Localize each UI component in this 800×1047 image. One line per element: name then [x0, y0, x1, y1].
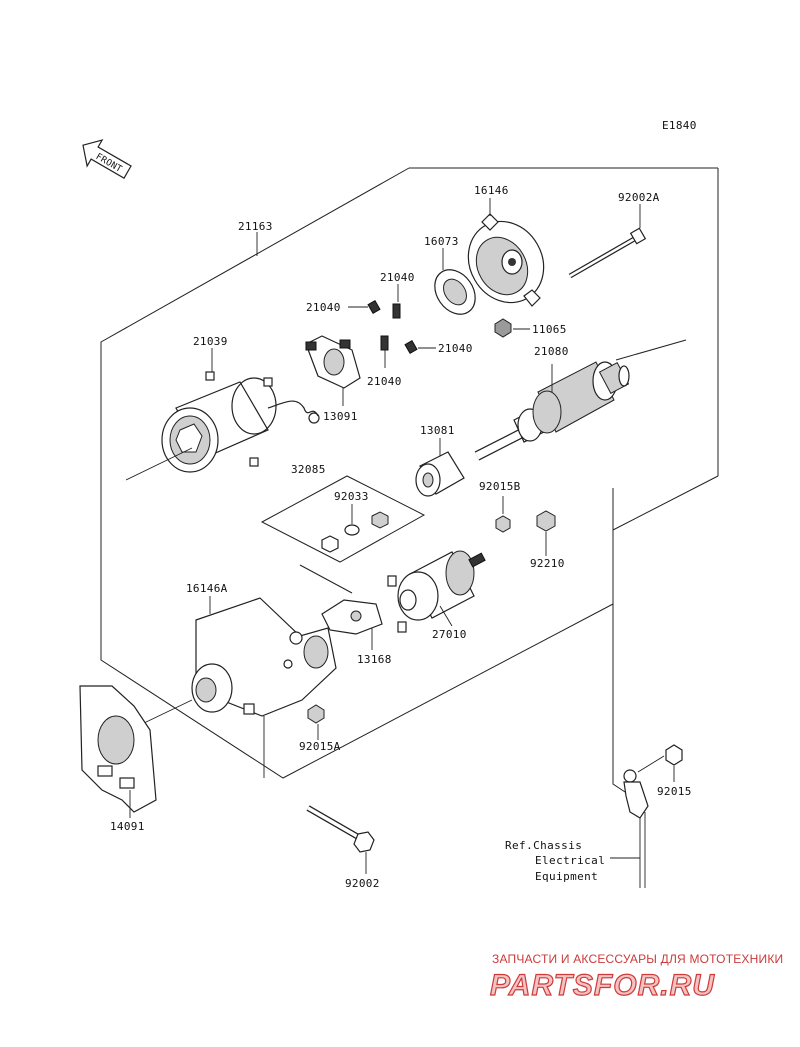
spring-21040-c [380, 335, 389, 368]
nut-92015 [637, 744, 683, 782]
label-92015B: 92015B [479, 480, 521, 493]
ref-line-3: Equipment [535, 870, 598, 883]
label-27010: 27010 [432, 628, 467, 641]
diagram-code: E1840 [662, 119, 697, 132]
label-21040-b: 21040 [380, 271, 415, 284]
nut-11065 [494, 318, 530, 338]
nut-92015B [495, 496, 511, 533]
label-21040-d: 21040 [438, 342, 473, 355]
label-16146: 16146 [474, 184, 509, 197]
label-11065: 11065 [532, 323, 567, 336]
label-21040-a: 21040 [306, 301, 341, 314]
label-14091: 14091 [110, 820, 145, 833]
ref-line-1: Ref.Chassis [505, 839, 582, 852]
kit-frame-32085 [260, 475, 426, 594]
brush-holder-13091 [305, 335, 361, 406]
label-16146A: 16146A [186, 582, 228, 595]
label-21039: 21039 [193, 335, 228, 348]
brush-plate-16073 [434, 248, 476, 315]
shift-lever-13168 [321, 599, 383, 650]
label-16073: 16073 [424, 235, 459, 248]
nut-92015A [307, 704, 325, 740]
yoke-21039 [125, 348, 320, 481]
label-92002: 92002 [345, 877, 380, 890]
label-92033: 92033 [334, 490, 369, 503]
front-arrow-icon: FRONT [82, 139, 132, 179]
seal-ring-92033 [344, 504, 360, 536]
spring-21040-d [404, 339, 436, 355]
bolt-92002 [306, 805, 375, 874]
label-13168: 13168 [357, 653, 392, 666]
nut-92210 [536, 510, 556, 556]
label-92015: 92015 [657, 785, 692, 798]
spring-21040-b [392, 284, 401, 319]
label-21163: 21163 [238, 220, 273, 233]
chassis-ref-frame [612, 488, 646, 888]
kit-washer [321, 511, 389, 553]
label-92210: 92210 [530, 557, 565, 570]
label-92002A: 92002A [618, 191, 660, 204]
label-21040-c: 21040 [367, 375, 402, 388]
cover-14091 [79, 685, 157, 818]
rear-cover-16146 [467, 198, 545, 307]
front-housing-16146A [141, 596, 337, 778]
ref-line-2: Electrical [535, 854, 605, 867]
cable-terminal [623, 769, 649, 819]
assembly-frame-21163 [100, 167, 719, 779]
label-21080: 21080 [534, 345, 569, 358]
spring-21040-a [348, 299, 381, 315]
label-32085: 32085 [291, 463, 326, 476]
label-92015A: 92015A [299, 740, 341, 753]
solenoid-27010 [387, 550, 486, 633]
through-bolt-92002A [568, 204, 647, 279]
watermark-caption: ЗАПЧАСТИ И АКСЕССУАРЫ ДЛЯ МОТОТЕХНИКИ [492, 952, 783, 966]
armature-21080 [474, 339, 687, 461]
watermark-logo: PARTSFOR.RU [490, 969, 715, 1002]
label-13091: 13091 [323, 410, 358, 423]
pinion-gear-13081 [415, 438, 465, 497]
label-13081: 13081 [420, 424, 455, 437]
